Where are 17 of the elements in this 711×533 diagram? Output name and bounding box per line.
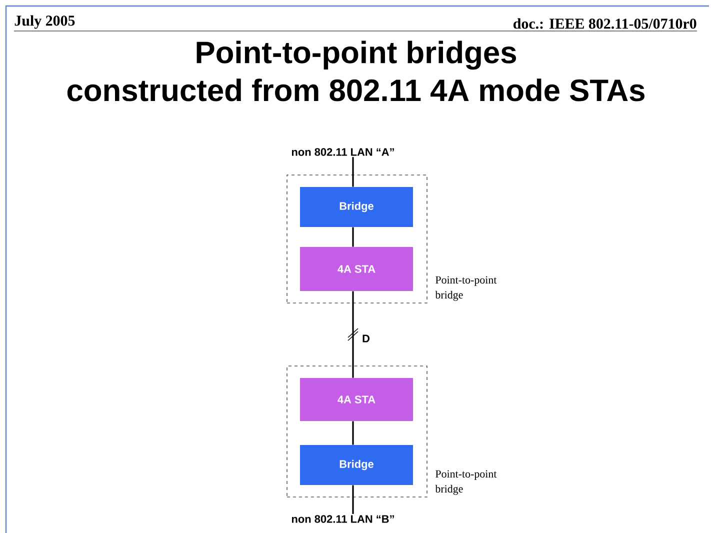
sta-box: 4A STA [300, 247, 413, 291]
header-date: July 2005 [14, 15, 75, 29]
network-label: non 802.11 LAN “A” [292, 148, 394, 156]
sta-box: 4A STA [300, 378, 413, 421]
connector-line [352, 421, 354, 445]
connector-line [352, 157, 354, 187]
connector-line [348, 291, 358, 378]
network-label: non 802.11 LAN “B” [292, 515, 394, 523]
bridge-box: Bridge [300, 187, 413, 227]
bridge-box: Bridge [300, 445, 413, 485]
slide-title: Point-to-point bridges constructed from 802.11 4A mode STAs [67, 40, 644, 102]
node-label: Point-to-point bridge [435, 470, 497, 495]
node-label: Point-to-point bridge [435, 276, 497, 301]
edge-label: D [362, 334, 370, 342]
document-id: doc.: IEEE 802.11-05/0710r0 [514, 18, 696, 29]
connector-line [352, 485, 354, 514]
connector-line [352, 227, 354, 247]
